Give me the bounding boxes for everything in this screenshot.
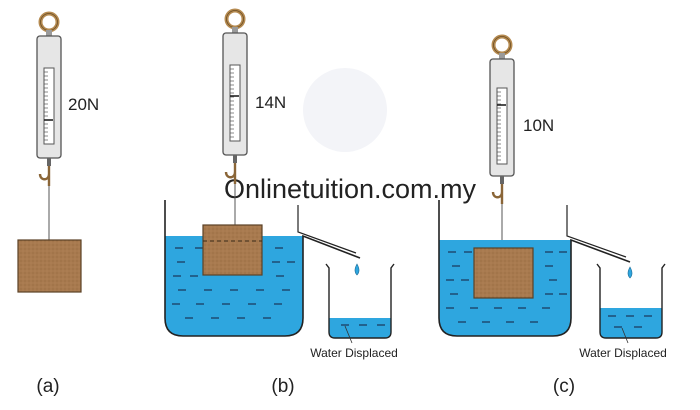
water-ripples-c [446,251,567,323]
overflow-tank-b [164,200,361,337]
beaker-label-c: Water Displaced [579,346,667,360]
hook-c [491,184,504,204]
tank-wall-b [164,200,361,337]
tank-wall-c [438,200,631,337]
block-a [17,239,82,293]
beaker-c [596,263,666,344]
caption-c: (c) [553,376,575,397]
reading-b: 14N [255,93,286,112]
water-b [165,236,303,336]
hook-b [224,163,237,184]
water-ripples-b [172,247,295,319]
scale-window-c [496,87,508,165]
beaker-label-b: Water Displaced [310,346,398,360]
caption-a: (a) [36,376,59,397]
panel-b: 14N Water Displa [164,8,398,397]
block-b [202,224,263,276]
spring-balance-b [222,8,248,225]
panel-c: 10N Water Di [438,34,667,397]
reading-a: 20N [68,95,99,114]
beaker-b [325,263,395,344]
panel-a: 20N (a) [17,11,99,397]
scale-window-a [43,67,55,145]
spring-balance-a [36,11,62,240]
caption-b: (b) [271,376,294,397]
watermark: Onlinetuition.com.my [224,68,477,204]
drip-b [354,263,360,276]
reading-c: 10N [523,116,554,135]
block-c [473,247,534,299]
drip-c [627,266,633,279]
spring-balance-c [489,34,515,248]
scale-window-b [229,64,241,142]
watermark-text: Onlinetuition.com.my [224,174,477,204]
hook-a [38,166,51,186]
